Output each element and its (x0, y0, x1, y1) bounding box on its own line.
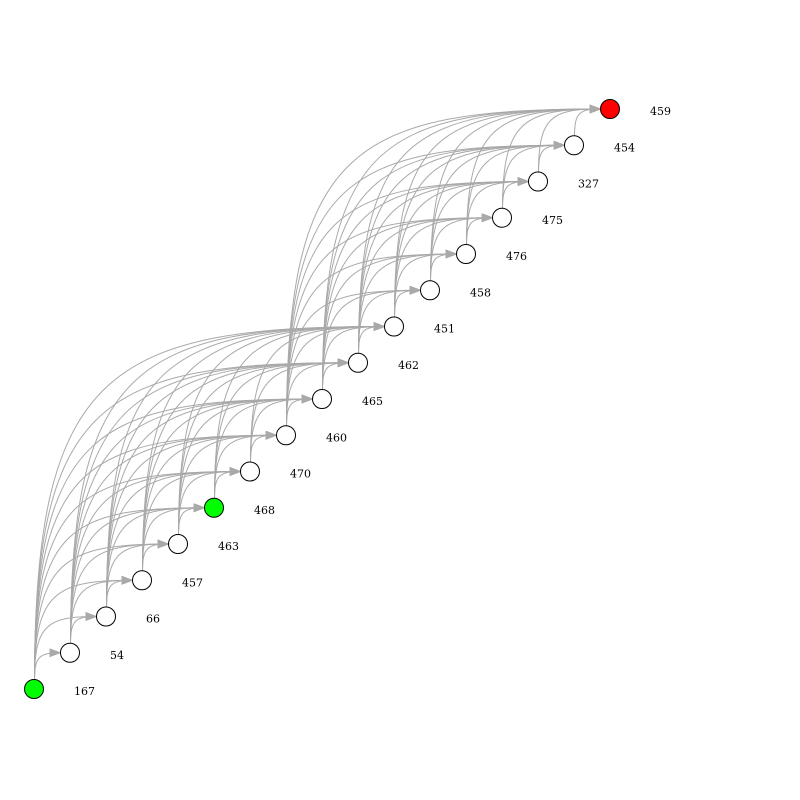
node-459[interactable] (600, 99, 620, 119)
node-label-458: 458 (470, 286, 491, 299)
edge-476-475 (466, 213, 494, 245)
edge-463-468 (178, 503, 206, 535)
node-layer (24, 99, 620, 699)
edge-167-457 (34, 575, 134, 680)
edge-327-454 (538, 140, 566, 173)
edge-462-327 (358, 177, 530, 354)
edge-457-465 (142, 394, 314, 571)
node-66[interactable] (96, 606, 116, 627)
edge-458-327 (430, 177, 530, 281)
edge-457-451 (142, 322, 386, 571)
edge-167-54 (34, 648, 62, 680)
edge-54-470 (70, 467, 242, 644)
node-label-459: 459 (650, 105, 671, 118)
node-label-465: 465 (362, 395, 383, 408)
node-label-451: 451 (434, 323, 455, 336)
edge-457-470 (142, 467, 242, 571)
edge-460-465 (286, 394, 314, 426)
edge-465-459 (322, 104, 602, 390)
edge-454-459 (574, 104, 602, 136)
node-label-54: 54 (110, 649, 124, 662)
node-458[interactable] (420, 280, 440, 301)
node-476[interactable] (456, 244, 476, 264)
edge-465-462 (322, 358, 350, 390)
edge-327-459 (538, 104, 602, 173)
node-462[interactable] (348, 352, 368, 373)
node-label-167: 167 (74, 685, 95, 698)
node-label-460: 460 (326, 431, 347, 444)
edge-462-459 (358, 104, 602, 354)
edge-460-476 (286, 249, 458, 426)
node-468[interactable] (204, 497, 224, 518)
node-327[interactable] (528, 171, 548, 192)
node-label-462: 462 (398, 359, 419, 372)
edge-462-451 (358, 322, 386, 354)
edge-465-458 (322, 285, 422, 390)
edge-54-451 (70, 322, 386, 644)
edge-476-454 (466, 140, 566, 245)
edge-layer (34, 104, 602, 680)
node-457[interactable] (132, 570, 152, 591)
node-label-66: 66 (146, 613, 160, 626)
node-463[interactable] (168, 534, 188, 554)
edge-167-465 (34, 394, 314, 680)
edge-66-468 (106, 503, 206, 608)
edge-451-475 (394, 213, 494, 318)
edge-462-476 (358, 249, 458, 354)
edge-460-451 (286, 322, 386, 426)
edge-457-463 (142, 539, 170, 571)
node-label-454: 454 (614, 141, 635, 154)
edge-451-454 (394, 140, 566, 318)
node-454[interactable] (564, 135, 584, 156)
edge-54-66 (70, 612, 98, 644)
node-460[interactable] (276, 425, 296, 446)
edge-462-454 (358, 140, 566, 354)
edge-476-459 (466, 104, 602, 245)
edge-460-459 (286, 104, 602, 426)
edge-54-463 (70, 539, 170, 644)
node-167[interactable] (24, 679, 44, 699)
edge-468-465 (214, 394, 314, 499)
edge-468-470 (214, 467, 242, 499)
node-label-468: 468 (254, 504, 275, 517)
edge-458-459 (430, 104, 602, 281)
node-451[interactable] (384, 316, 404, 337)
node-465[interactable] (312, 389, 332, 409)
edge-465-475 (322, 213, 494, 390)
edge-54-462 (70, 358, 350, 644)
node-label-457: 457 (182, 576, 203, 589)
node-label-327: 327 (578, 178, 599, 191)
edge-167-451 (34, 322, 386, 680)
edge-470-451 (250, 322, 386, 463)
edge-470-460 (250, 430, 278, 463)
edge-475-327 (502, 177, 530, 209)
edge-475-459 (502, 104, 602, 209)
edge-458-476 (430, 249, 458, 281)
edge-167-468 (34, 503, 206, 680)
edge-66-457 (106, 575, 134, 608)
label-layer: 167 54 66 457 463 468 470 460 465 462 451 458 476 475… (74, 105, 671, 698)
edge-468-451 (214, 322, 386, 499)
node-label-470: 470 (290, 468, 311, 481)
edge-167-462 (34, 358, 350, 680)
node-label-475: 475 (542, 214, 563, 227)
edge-451-459 (394, 104, 602, 318)
edge-66-451 (106, 322, 386, 608)
edge-470-462 (250, 358, 350, 463)
node-470[interactable] (240, 461, 260, 482)
node-54[interactable] (60, 642, 80, 663)
edge-460-454 (286, 140, 566, 426)
node-475[interactable] (492, 207, 512, 228)
edge-463-462 (178, 358, 350, 535)
edge-66-460 (106, 430, 278, 608)
edge-463-460 (178, 430, 278, 535)
node-label-476: 476 (506, 250, 527, 263)
edge-451-458 (394, 285, 422, 318)
node-label-463: 463 (218, 540, 239, 553)
